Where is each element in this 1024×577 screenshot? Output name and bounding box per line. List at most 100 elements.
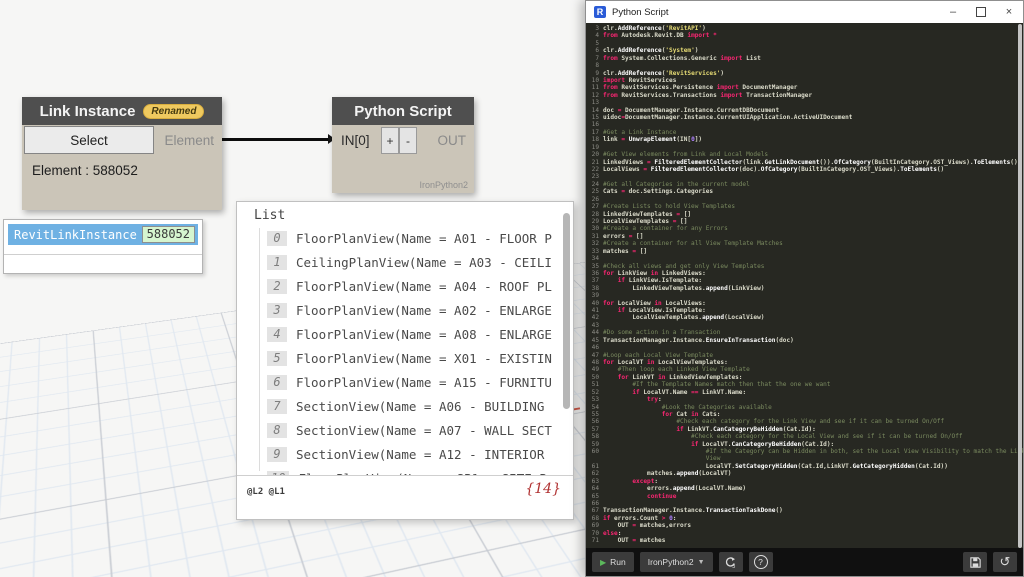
element-output-port[interactable]: Element [164, 132, 214, 148]
editor-titlebar[interactable]: R Python Script – × [586, 1, 1023, 23]
save-icon [969, 556, 981, 568]
watch-divider [4, 254, 202, 255]
code-line: 56 #Check each category for the Link Vie… [591, 418, 945, 426]
migration-icon: 3 [725, 556, 735, 569]
canvas[interactable]: Link Instance Renamed Select Element Ele… [0, 0, 586, 577]
list-count-badge: {14} [525, 481, 561, 497]
migration-assistant-button[interactable]: 3 [718, 552, 743, 572]
list-footer: @L2 @L1 {14} [237, 475, 573, 519]
save-button[interactable] [963, 552, 987, 572]
code-line: 5 [595, 39, 599, 47]
python-script-node-title: Python Script [354, 102, 452, 120]
python-script-ports-row: IN[0] + - OUT [332, 125, 474, 155]
list-item-index: 10 [267, 470, 290, 475]
renamed-badge: Renamed [143, 103, 205, 119]
list-item-index: 6 [267, 374, 287, 390]
maximize-icon [976, 7, 986, 17]
code-line: 60 #If the Category can be Hidden in bot… [591, 448, 1023, 456]
dynamo-app-icon: R [594, 6, 606, 18]
add-input-button[interactable]: + [381, 127, 399, 154]
code-line: 19 [591, 143, 599, 151]
editor-toolbar: ▶ Run IronPython2 ▼ 3 ? [586, 548, 1023, 576]
code-line: 55 for Cat in Cats: [591, 410, 721, 418]
code-line: 47#Loop each Local View Template [591, 351, 714, 359]
help-button[interactable]: ? [748, 552, 773, 572]
link-instance-node-header[interactable]: Link Instance Renamed [22, 97, 222, 125]
code-line: 59 if LocalVT.CanCategoryBeHidden(Cat.Id… [591, 440, 835, 448]
code-line: 64 errors.append(LocalVT.Name) [591, 485, 747, 493]
watch-value-badge: 588052 [141, 226, 195, 243]
out-output-port[interactable]: OUT [437, 132, 467, 148]
code-line: 63 except: [591, 477, 659, 485]
remove-input-button[interactable]: - [399, 127, 417, 154]
list-item-text: FloorPlanView(Name = A02 - ENLARGE [296, 302, 552, 318]
code-line: View [603, 455, 721, 463]
run-button[interactable]: ▶ Run [592, 552, 634, 572]
list-item-text: SectionView(Name = A06 - BUILDING [296, 398, 545, 414]
engine-dropdown[interactable]: IronPython2 ▼ [639, 552, 713, 572]
code-line: 41 if LocalView.IsTemplate: [591, 307, 706, 315]
revert-button[interactable]: ↺ [993, 552, 1017, 572]
code-line: 20#Get View elements from Link and Local… [591, 151, 769, 159]
list-level-labels: @L2 @L1 [247, 487, 285, 497]
python-script-node-header[interactable]: Python Script [332, 97, 474, 125]
engine-label: IronPython2 [419, 180, 468, 190]
code-line: 61 LocalVT.SetCategoryHidden(Cat.Id,Link… [591, 462, 948, 470]
list-item-index: 3 [267, 302, 287, 318]
code-line: 58 #Check each category for the Local Vi… [591, 433, 963, 441]
watch-selected-row[interactable]: RevitLinkInstance 588052 [8, 224, 198, 245]
code-line: 27#Create Lists to hold View Templates [591, 203, 736, 211]
play-icon: ▶ [600, 557, 607, 567]
code-line: 54 #Look the Categories available [591, 403, 772, 411]
code-line: 52 if LocalVT.Name == LinkVT.Name: [591, 388, 747, 396]
list-item-text: FloorPlanView(Name = X01 - EXISTIN [296, 350, 552, 366]
wire-element-to-in0[interactable] [221, 138, 337, 141]
chevron-down-icon: ▼ [697, 558, 705, 566]
list-scrollbar[interactable] [563, 213, 570, 409]
select-button[interactable]: Select [24, 126, 154, 154]
watch-preview-bubble: RevitLinkInstance 588052 [3, 219, 203, 274]
code-line: 46 [591, 344, 599, 352]
code-line: 17#Get a Link Instance [591, 128, 677, 136]
minimize-button[interactable]: – [949, 6, 957, 18]
code-line: 49 #Then loop each Linked View Template [591, 366, 750, 374]
editor-window-title: Python Script [612, 6, 669, 18]
maximize-button[interactable] [967, 1, 995, 23]
link-instance-node[interactable]: Link Instance Renamed Select Element Ele… [22, 97, 222, 210]
code-scrollbar[interactable] [1018, 24, 1022, 548]
list-item-index: 7 [267, 398, 287, 414]
in0-input-port[interactable]: IN[0] [341, 132, 370, 148]
list-item: 10FloorPlanView(Name = SP1 - SITE P [237, 466, 559, 475]
python-script-node-body[interactable]: IronPython2 [332, 155, 474, 193]
python-script-node[interactable]: Python Script IN[0] + - OUT IronPython2 [332, 97, 474, 193]
svg-text:3: 3 [732, 564, 735, 569]
code-line: 65 continue [591, 492, 677, 500]
code-line: 51 #If the Template Names match then tha… [591, 381, 831, 389]
code-line: 32#Create a container for all View Templ… [591, 240, 783, 248]
code-line: 42 LocalViewTemplates.append(LocalView) [591, 314, 765, 322]
close-button[interactable]: × [1005, 6, 1013, 18]
